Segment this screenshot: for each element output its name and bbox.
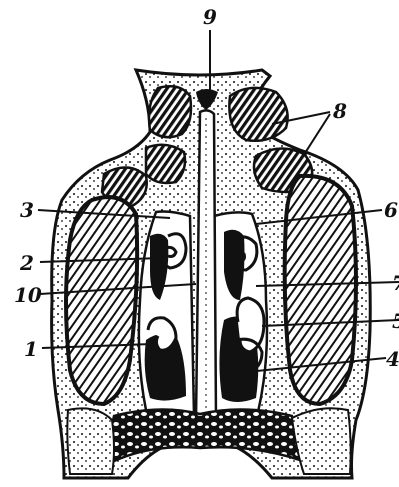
label-6: 6 — [384, 198, 398, 222]
ethmoid-cell-right-upper — [229, 88, 287, 141]
label-8: 8 — [332, 99, 347, 123]
label-9: 9 — [203, 5, 217, 29]
label-2: 2 — [19, 251, 34, 275]
inferior-concha-right — [237, 298, 264, 352]
nasal-septum — [196, 110, 216, 422]
label-3: 3 — [20, 198, 34, 222]
ethmoid-cell-left-upper — [149, 86, 191, 137]
ethmoid-cell-left-mid — [146, 145, 185, 183]
label-5-partial: 5 — [392, 309, 399, 333]
label-7-partial: 7 — [392, 271, 399, 295]
maxillary-sinus-right — [285, 176, 356, 404]
alveolar-right — [292, 408, 351, 474]
label-4: 4 — [386, 347, 399, 371]
alveolar-left — [67, 408, 114, 474]
label-10: 10 — [14, 283, 42, 307]
maxillary-sinus-left — [66, 197, 137, 404]
label-1: 1 — [24, 337, 38, 361]
